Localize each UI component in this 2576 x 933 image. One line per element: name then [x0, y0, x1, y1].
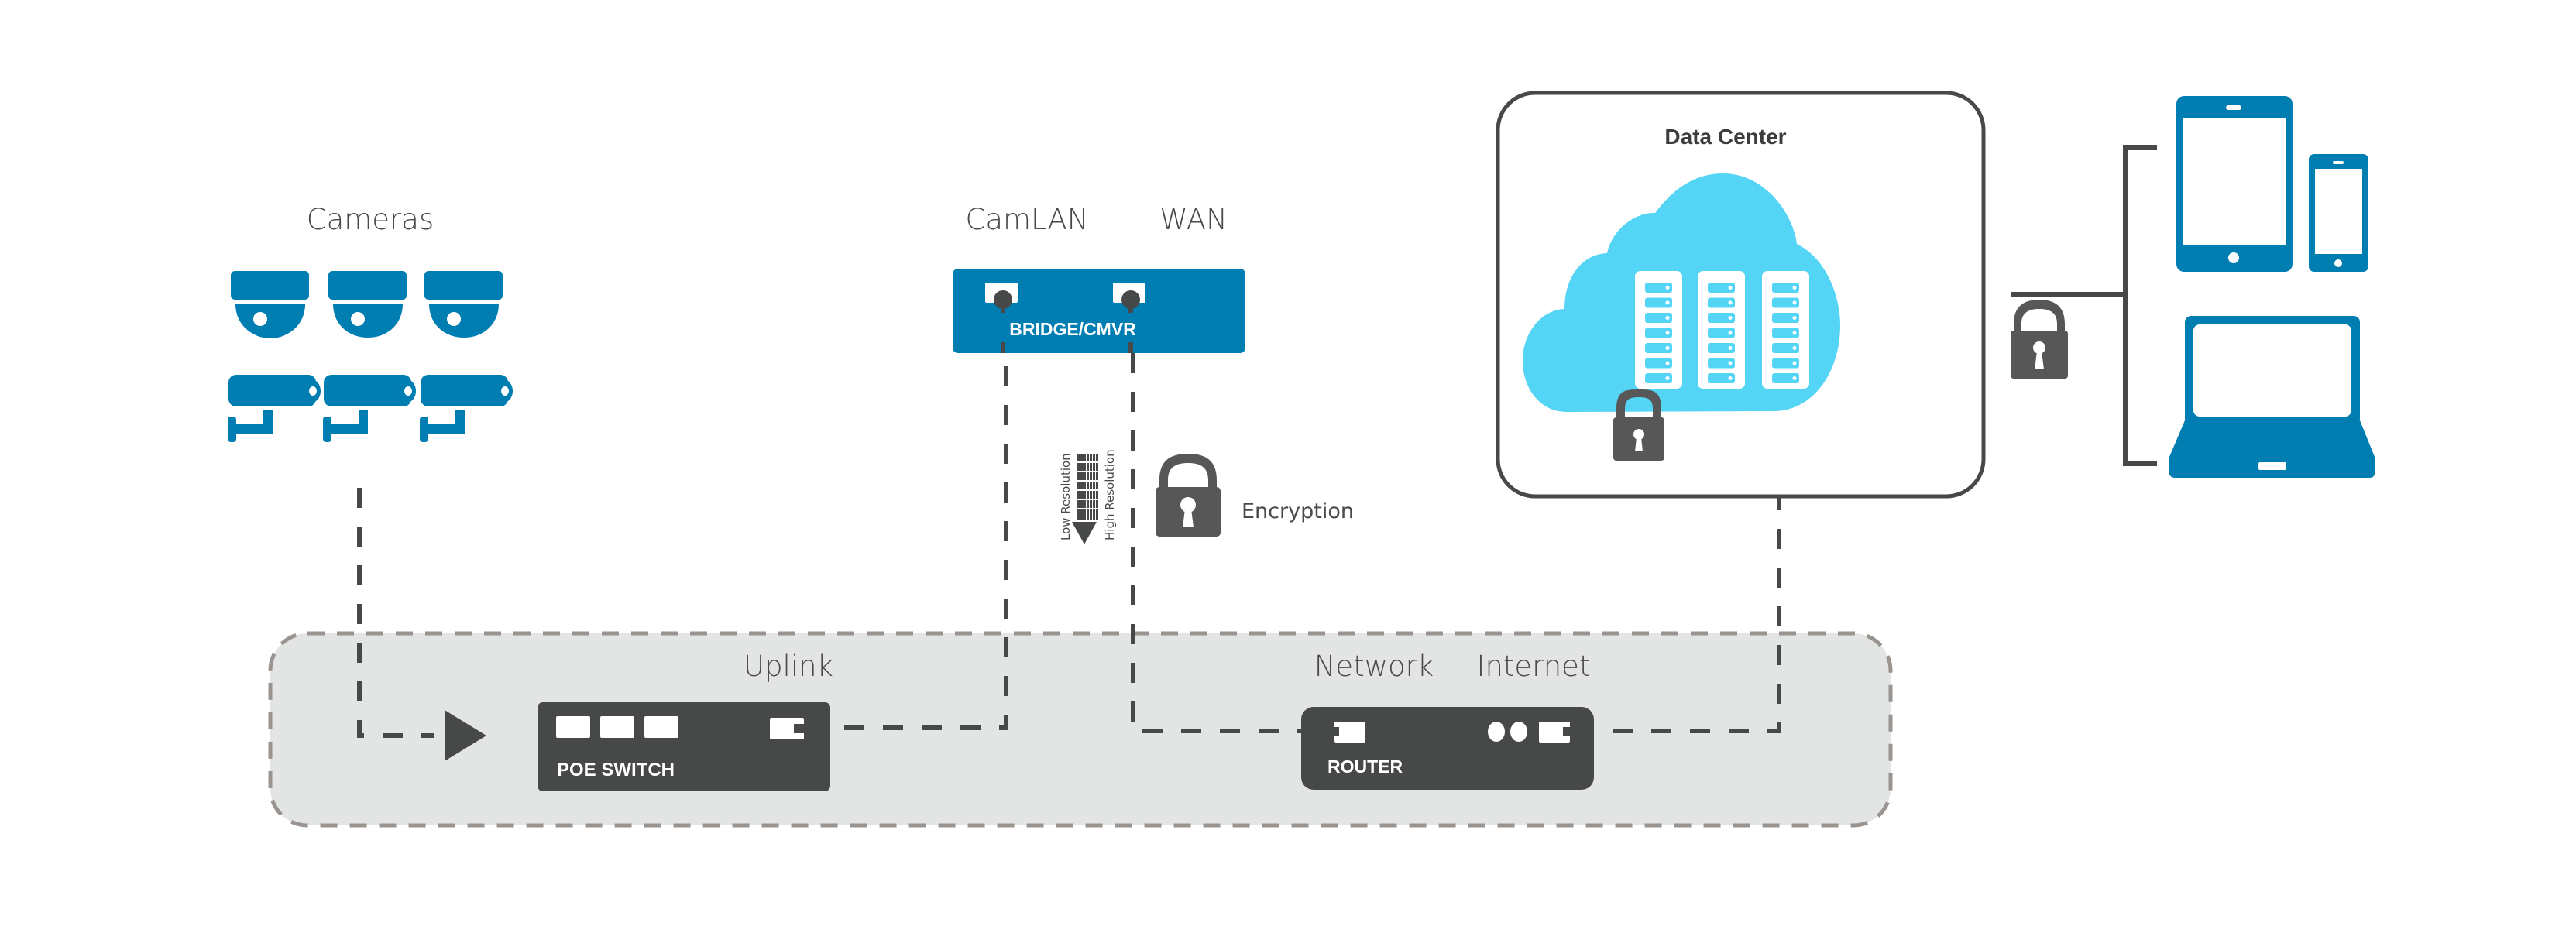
server-unit [1708, 343, 1735, 353]
server-unit [1645, 343, 1672, 353]
datacenter-lock-icon [1613, 389, 1664, 461]
poe-switch-device[interactable]: POE SWITCH [538, 702, 830, 791]
server-unit [1645, 313, 1672, 323]
bridge-device[interactable]: BRIDGE/CMVR [953, 269, 1245, 353]
resolution-indicator: Low Resolution High Resolution [1059, 449, 1117, 544]
server-unit [1645, 358, 1672, 369]
dome-camera-icon [424, 271, 503, 338]
bridge-label: BRIDGE/CMVR [1009, 319, 1136, 339]
server-led [1665, 346, 1670, 350]
router-to-datacenter-line [1613, 437, 1781, 733]
server-led [1728, 331, 1733, 335]
bridge-to-router-line [1131, 353, 1306, 733]
server-led [1728, 300, 1733, 305]
tablet-icon[interactable] [2176, 96, 2293, 272]
switch-to-bridge-line [844, 353, 1008, 730]
server-unit [1772, 328, 1799, 338]
client-bracket [2011, 145, 2157, 466]
network-label: Network [1314, 650, 1434, 683]
server-unit [1772, 313, 1799, 323]
cameras-to-switch-line [357, 488, 434, 738]
server-led [1665, 316, 1670, 320]
dome-camera-icon [328, 271, 407, 338]
server-unit [1708, 373, 1735, 383]
data-center-title: Data Center [1664, 125, 1786, 149]
server-led [1728, 376, 1733, 380]
bullet-camera-icon [420, 375, 513, 442]
server-unit [1772, 373, 1799, 383]
uplink-port [770, 718, 804, 739]
dome-camera-icon [231, 271, 309, 338]
low-resolution-label: Low Resolution [1059, 453, 1073, 540]
internet-port [1539, 722, 1570, 743]
resolution-bars-icon [1077, 454, 1098, 520]
encryption-label: Encryption [1242, 499, 1354, 523]
server-unit [1645, 283, 1672, 293]
status-led [1510, 722, 1527, 742]
server-unit [1645, 297, 1672, 308]
phone-icon[interactable] [2309, 154, 2368, 272]
server-led [1792, 376, 1797, 380]
uplink-label: Uplink [744, 650, 833, 683]
server-unit [1772, 343, 1799, 353]
server-unit [1772, 283, 1799, 293]
local-network-zone [268, 631, 1893, 828]
server-led [1665, 286, 1670, 290]
cameras-label: Cameras [307, 203, 434, 236]
server-unit [1708, 358, 1735, 369]
server-led [1665, 376, 1670, 380]
server-unit [1708, 328, 1735, 338]
server-led [1728, 361, 1733, 365]
server-led [1792, 346, 1797, 350]
server-unit [1708, 297, 1735, 308]
network-port [1334, 722, 1365, 743]
client-lock-icon [2011, 300, 2068, 379]
server-led [1728, 316, 1733, 320]
server-led [1792, 361, 1797, 365]
arrow-icon [445, 710, 486, 761]
server-unit [1772, 297, 1799, 308]
bullet-camera-icon [323, 375, 416, 442]
bullet-camera-icon [228, 375, 321, 442]
router-label: ROUTER [1327, 756, 1403, 777]
poe-switch-label: POE SWITCH [557, 760, 675, 780]
server-led [1792, 286, 1797, 290]
server-unit [1708, 313, 1735, 323]
dome-cameras [231, 271, 503, 338]
server-led [1728, 346, 1733, 350]
server-led [1665, 331, 1670, 335]
laptop-icon[interactable] [2169, 316, 2375, 478]
servers [1635, 271, 1809, 389]
server-led [1665, 300, 1670, 305]
bullet-cameras [228, 375, 513, 442]
server-led [1728, 286, 1733, 290]
server-unit [1708, 283, 1735, 293]
data-center[interactable]: Data Center [1496, 91, 1986, 499]
arrow-down-icon [1072, 522, 1097, 544]
server-unit [1645, 373, 1672, 383]
router-device[interactable]: ROUTER [1301, 707, 1594, 790]
server-led [1792, 331, 1797, 335]
server-unit [1772, 358, 1799, 369]
server-unit [1645, 328, 1672, 338]
server-led [1665, 361, 1670, 365]
high-resolution-label: High Resolution [1103, 449, 1117, 540]
encryption-lock-icon [1156, 454, 1221, 537]
server-led [1792, 316, 1797, 320]
internet-label: Internet [1477, 650, 1591, 683]
poe-port [644, 716, 678, 738]
connection-lines [357, 353, 1781, 738]
poe-port [600, 716, 634, 738]
wan-label: WAN [1159, 203, 1228, 236]
server-units [1645, 283, 1799, 383]
poe-port [556, 716, 590, 738]
server-led [1792, 300, 1797, 305]
status-led [1488, 722, 1505, 742]
camlan-label: CamLAN [965, 203, 1088, 236]
